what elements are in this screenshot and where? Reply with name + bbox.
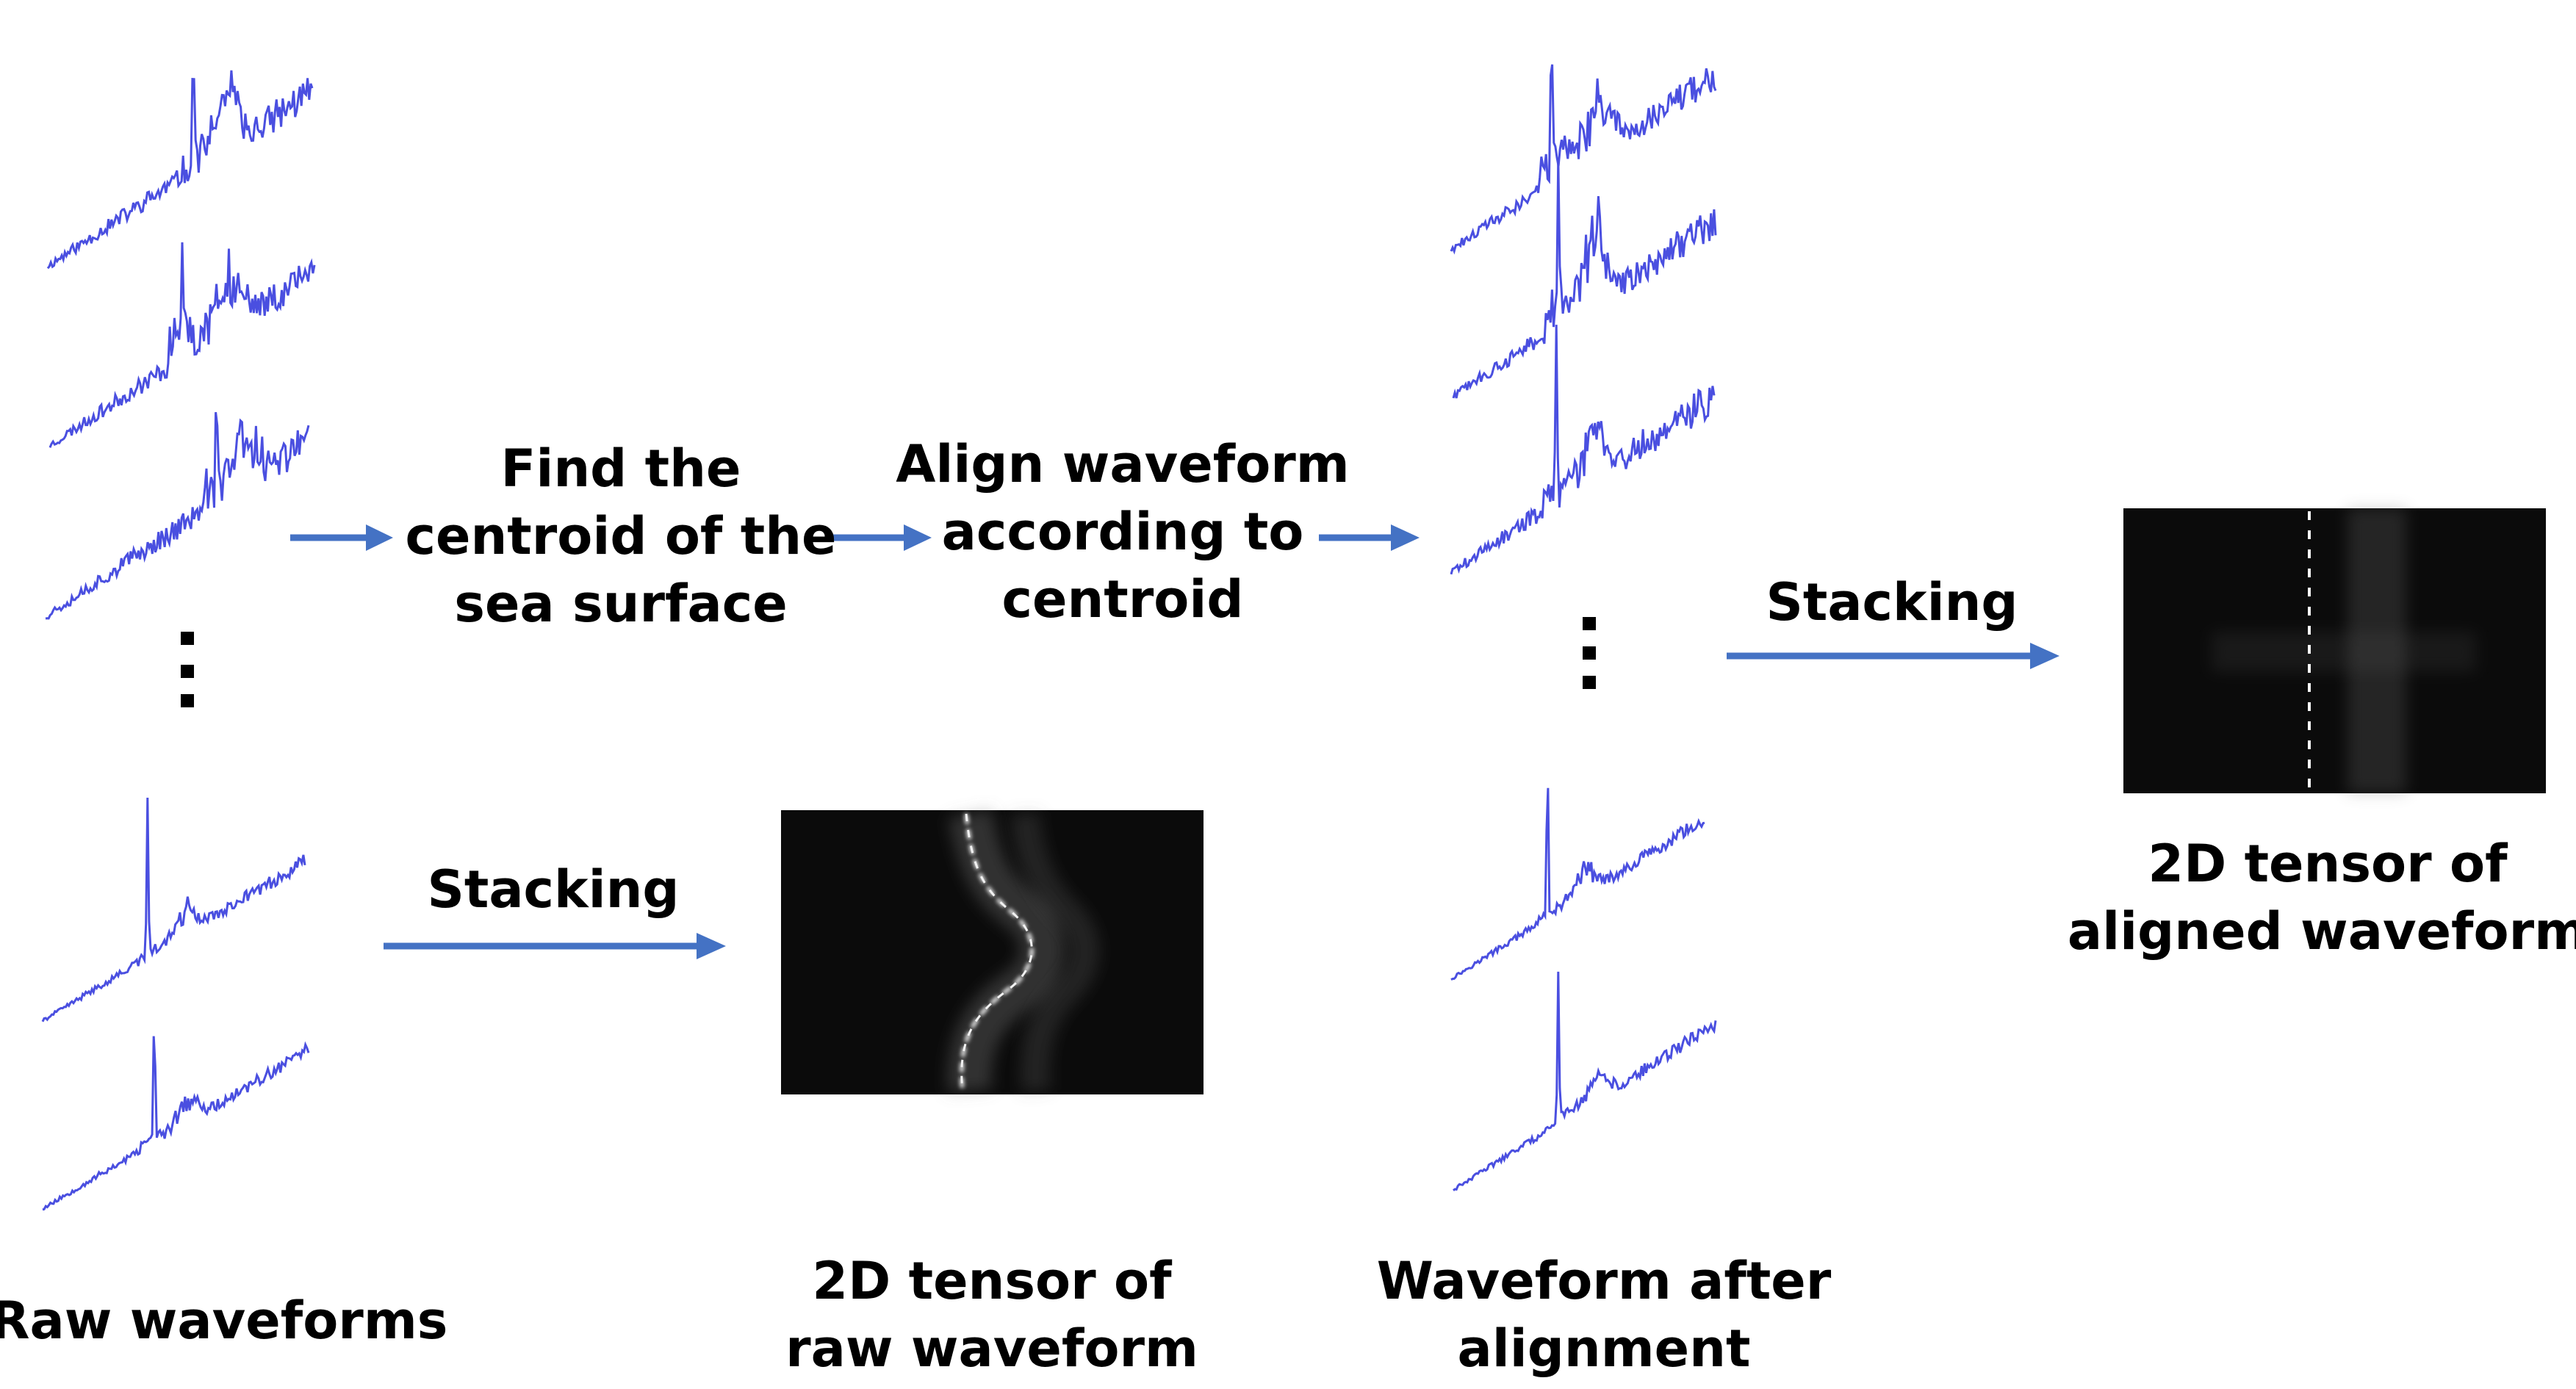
right-arrow-icon bbox=[290, 524, 393, 551]
raw-waveform-5 bbox=[42, 1036, 310, 1211]
label-line: 2D tensor of bbox=[812, 1251, 1172, 1311]
raw-waveform-1 bbox=[46, 70, 314, 270]
label-stacking-top: Stacking bbox=[1766, 569, 2018, 636]
label-line: aligned waveform bbox=[2067, 901, 2576, 962]
label-align-waveform: Align waveform according to centroid bbox=[896, 430, 1350, 633]
right-arrow-icon bbox=[384, 933, 726, 959]
label-stacking-bottom: Stacking bbox=[427, 856, 679, 923]
label-line: centroid of the bbox=[405, 506, 837, 566]
right-arrow-icon bbox=[1727, 643, 2059, 669]
label-find-centroid: Find the centroid of the sea surface bbox=[405, 435, 836, 638]
raw-waveform-2 bbox=[48, 242, 316, 448]
aligned-waveform-2 bbox=[1452, 158, 1717, 399]
right-arrow-icon bbox=[827, 524, 932, 551]
label-tensor-raw: 2D tensor of raw waveform bbox=[785, 1247, 1198, 1382]
label-line: according to bbox=[941, 502, 1304, 562]
label-line: sea surface bbox=[454, 574, 788, 634]
aligned-waveform-3 bbox=[1450, 325, 1716, 575]
aligned-waveforms-group bbox=[1450, 64, 1717, 1191]
aligned-waveform-1 bbox=[1450, 64, 1717, 255]
label-line: Raw waveforms bbox=[0, 1291, 448, 1351]
label-line: centroid bbox=[1001, 569, 1244, 629]
label-line: Find the bbox=[500, 439, 741, 499]
label-line: Stacking bbox=[427, 859, 680, 920]
raw-waveform-3 bbox=[45, 412, 310, 620]
label-line: Waveform after bbox=[1376, 1251, 1832, 1311]
label-line: 2D tensor of bbox=[2148, 834, 2508, 894]
label-tensor-aligned: 2D tensor of aligned waveform bbox=[2068, 830, 2576, 965]
aligned-waveform-4 bbox=[1450, 787, 1705, 981]
vertical-ellipsis-icon bbox=[1583, 617, 1596, 689]
label-line: raw waveform bbox=[785, 1318, 1198, 1379]
label-line: Align waveform bbox=[896, 434, 1350, 494]
raw-waveform-4 bbox=[41, 797, 306, 1022]
arrows bbox=[290, 524, 2059, 959]
right-arrow-icon bbox=[1319, 524, 1420, 551]
raw-waveforms-group bbox=[41, 70, 316, 1211]
label-line: alignment bbox=[1457, 1318, 1751, 1379]
tensor-raw-image bbox=[781, 809, 1204, 1094]
vertical-ellipsis-icon bbox=[181, 632, 194, 707]
label-raw-waveforms: Raw waveforms bbox=[0, 1287, 447, 1354]
tensor-aligned-image bbox=[2123, 508, 2546, 793]
label-waveform-after: Waveform after alignment bbox=[1377, 1247, 1832, 1382]
label-line: Stacking bbox=[1766, 572, 2018, 632]
aligned-waveform-5 bbox=[1453, 971, 1717, 1191]
